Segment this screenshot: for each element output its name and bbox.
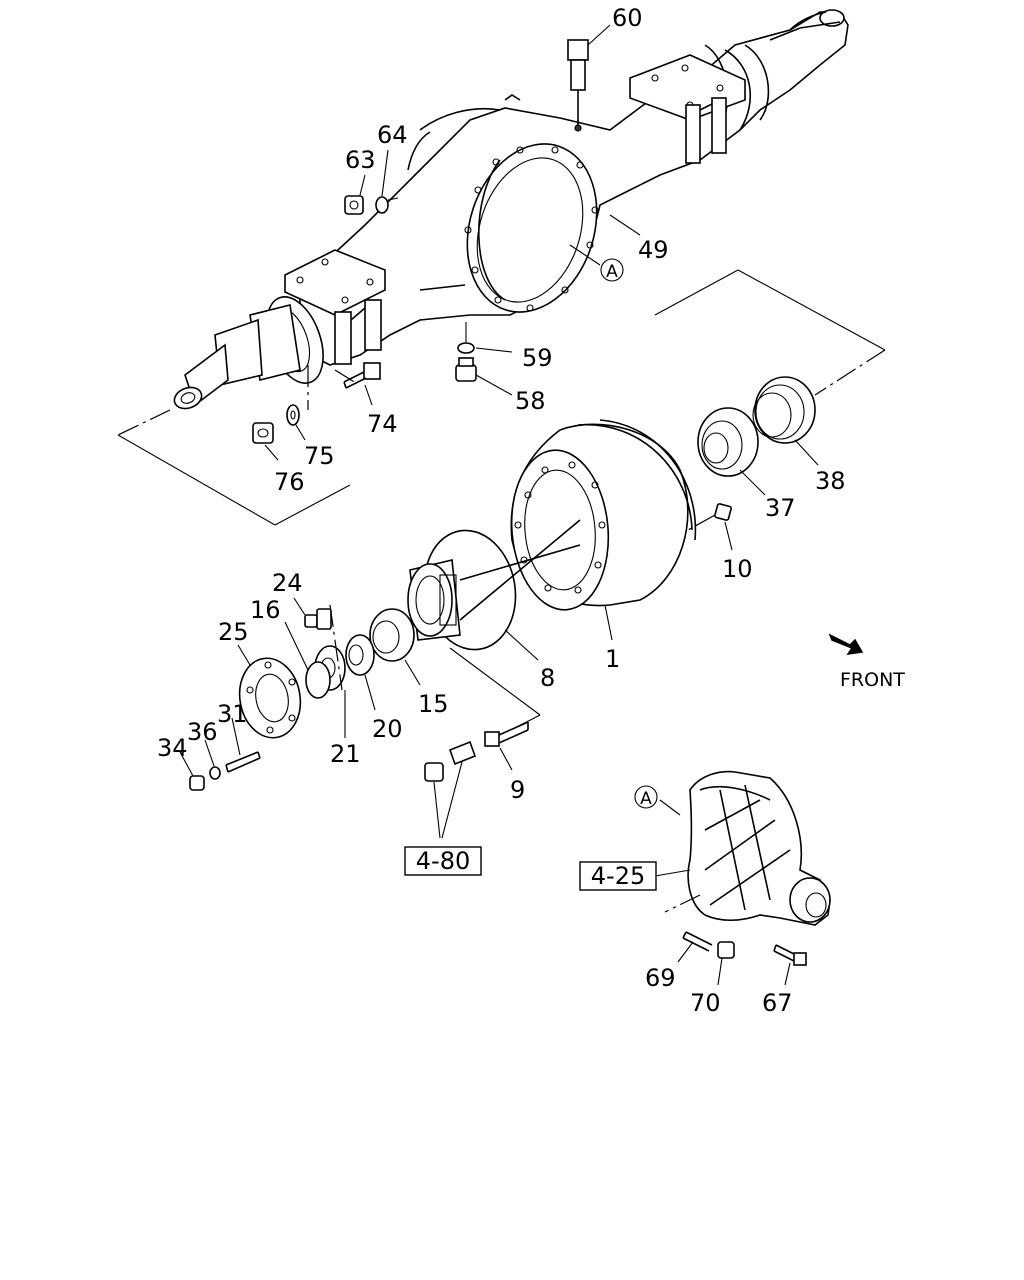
part-67-bolt: [773, 944, 807, 986]
callout-67: 67: [762, 989, 793, 1017]
callout-64: 64: [377, 121, 408, 149]
callout-8: 8: [540, 664, 555, 692]
callout-36: 36: [187, 718, 218, 746]
part-70-nut: [717, 941, 735, 986]
carrier-opening: [464, 143, 599, 313]
leader-49: [609, 214, 641, 236]
callout-76: 76: [274, 468, 305, 496]
part-4-80-nuts: [424, 740, 477, 839]
callout-24: 24: [272, 569, 303, 597]
callout-49: 49: [638, 236, 669, 264]
part-37-bearing: [697, 407, 766, 496]
front-label: FRONT: [840, 669, 905, 691]
part-63-nut: [344, 174, 366, 215]
callout-69: 69: [645, 964, 676, 992]
part-59-washer: [457, 322, 513, 354]
left-spring-seat: [284, 249, 386, 365]
reference-box-4-80: 4-80: [404, 846, 482, 876]
part-20-seal: [345, 634, 376, 711]
svg-text:4-80: 4-80: [416, 847, 470, 875]
dash-bolt: [334, 369, 357, 384]
callout-75: 75: [304, 442, 335, 470]
callout-25: 25: [218, 618, 249, 646]
callout-38: 38: [815, 467, 846, 495]
left-spindle: [173, 296, 324, 410]
svg-text:4-25: 4-25: [591, 862, 645, 890]
part-16-gasket: [284, 621, 331, 699]
callout-10: 10: [722, 555, 753, 583]
part-75-washer: [286, 404, 306, 441]
axle-alignment-line: [117, 269, 886, 526]
reference-box-4-25: 4-25: [579, 861, 657, 891]
callout-20: 20: [372, 715, 403, 743]
callout-16: 16: [250, 596, 281, 624]
callout-58: 58: [515, 387, 546, 415]
part-24-bolt: [293, 597, 343, 691]
part-34-nut: [179, 751, 205, 791]
marker-a-diff: A: [634, 785, 658, 809]
part-25-cap: [237, 644, 302, 739]
marker-a-housing: A: [600, 258, 624, 282]
part-60-breather: [567, 24, 611, 125]
part-31-stud: [225, 717, 261, 773]
callout-34: 34: [157, 734, 188, 762]
axle-housing: [173, 9, 849, 410]
callout-31: 31: [217, 700, 248, 728]
callout-59: 59: [522, 344, 553, 372]
callout-21: 21: [330, 740, 361, 768]
part-69-stud: [677, 931, 713, 963]
part-8-hub: [407, 519, 581, 661]
part-15-bearing: [369, 608, 421, 686]
callout-37: 37: [765, 494, 796, 522]
leader-a-housing: [569, 244, 601, 266]
part-64-washer: [375, 149, 399, 214]
callouts: 60 64 63 49 59 58 74 75 76 38 37 10 1 8 …: [157, 4, 846, 1017]
svg-text:A: A: [640, 789, 652, 809]
part-58-plug: [455, 357, 513, 396]
callout-9: 9: [510, 776, 525, 804]
right-spring-seat: [629, 54, 746, 164]
callout-60: 60: [612, 4, 643, 32]
part-1-brake-drum: [510, 419, 697, 641]
differential-carrier: [654, 770, 831, 926]
part-9-bolt: [449, 647, 541, 771]
part-76-nut: [252, 422, 279, 461]
front-arrow-icon: [828, 633, 864, 655]
callout-63: 63: [345, 146, 376, 174]
part-74-bolt: [343, 362, 381, 406]
part-38-seal: [752, 376, 819, 466]
callout-1: 1: [605, 645, 620, 673]
callout-15: 15: [418, 690, 449, 718]
callout-70: 70: [690, 989, 721, 1017]
svg-text:A: A: [606, 262, 618, 282]
callout-74: 74: [367, 410, 398, 438]
part-36-washer: [204, 739, 221, 780]
